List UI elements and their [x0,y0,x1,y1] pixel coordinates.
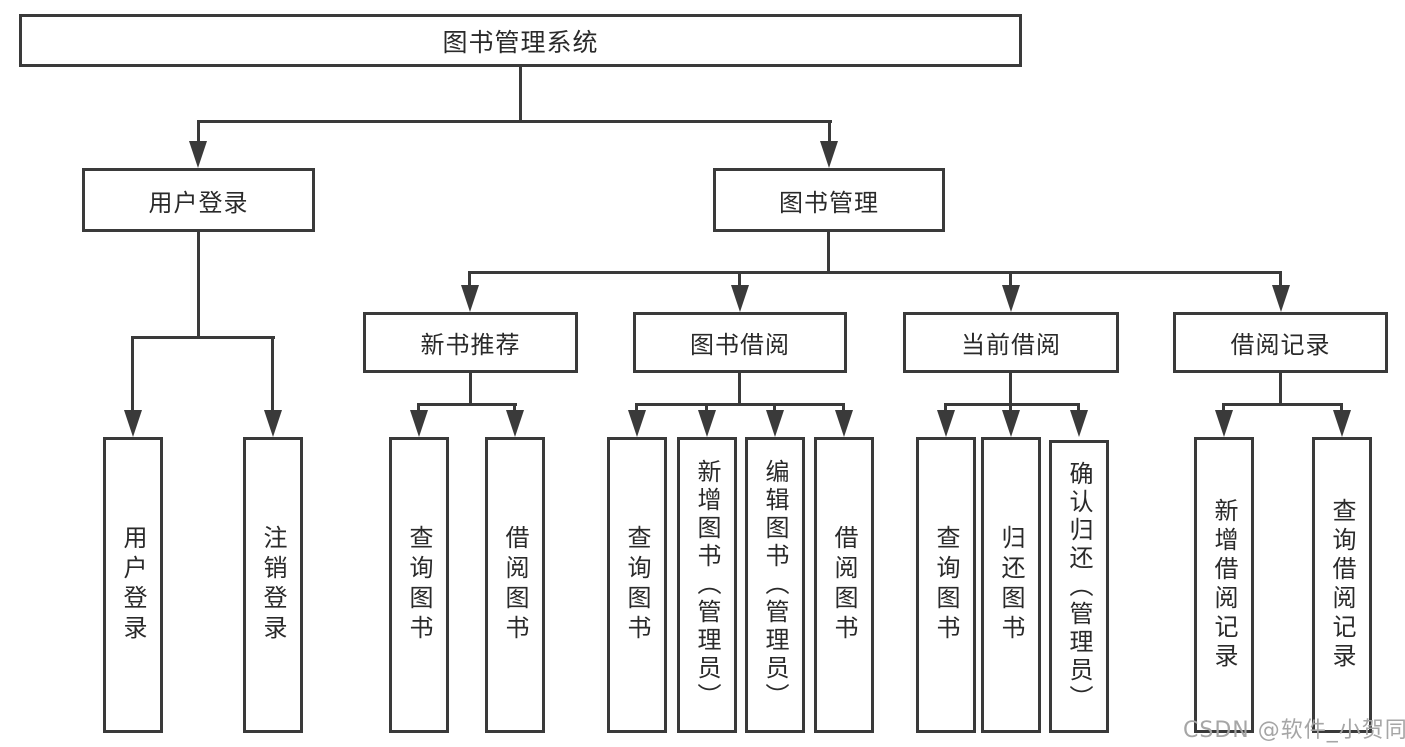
arrow-down-icon [937,410,955,437]
node-leaf-logout: 注销登录 [243,437,303,733]
connector-line [738,273,741,287]
node-book-borrow-label: 图书借阅 [690,331,790,359]
connector-line [1279,373,1282,406]
leaf-label: 确认归还（管理员） [1065,460,1093,713]
arrow-down-icon [1215,410,1233,437]
node-leaf-bb-query-books: 查询图书 [607,437,667,733]
leaf-label: 查询图书 [405,525,433,645]
arrow-down-icon [628,410,646,437]
node-leaf-bb-add-books-admin: 新增图书（管理员） [677,437,737,733]
connector-line [469,373,472,406]
connector-line [1009,405,1012,412]
node-leaf-br-add-record: 新增借阅记录 [1194,437,1254,733]
node-leaf-user-login: 用户登录 [103,437,163,733]
connector-line [468,271,1282,274]
arrow-down-icon [506,410,524,437]
connector-line [197,120,832,123]
connector-line [635,403,845,406]
node-new-book-recommend-label: 新书推荐 [420,331,521,359]
node-current-borrow-label: 当前借阅 [961,331,1061,359]
node-leaf-bb-borrow-books: 借阅图书 [814,437,874,733]
connector-line [197,122,200,144]
node-root-label: 图书管理系统 [442,27,599,57]
connector-line [944,405,947,412]
connector-line [944,403,1080,406]
connector-line [773,405,776,412]
connector-line [271,338,274,412]
node-borrow-records-label: 借阅记录 [1230,331,1331,359]
connector-line [197,232,200,339]
connector-line [417,405,420,412]
connector-line [1340,405,1343,412]
arrow-down-icon [698,410,716,437]
node-book-borrow: 图书借阅 [633,312,847,373]
connector-line [1009,373,1012,406]
connector-line [468,273,471,287]
node-leaf-cb-query-books: 查询图书 [916,437,976,733]
node-leaf-nb-borrow-books: 借阅图书 [485,437,545,733]
arrow-down-icon [461,285,479,312]
connector-line [1009,273,1012,287]
leaf-label: 借阅图书 [501,525,529,645]
node-book-management-label: 图书管理 [779,188,879,217]
leaf-label: 查询图书 [932,525,960,645]
arrow-down-icon [264,410,282,437]
arrow-down-icon [731,285,749,312]
node-user-login: 用户登录 [82,168,315,232]
csdn-watermark: CSDN @软件_小贺同学 [1183,718,1405,743]
connector-line [705,405,708,412]
arrow-down-icon [820,141,838,168]
connector-line [513,405,516,412]
connector-line [635,405,638,412]
connector-line [519,67,522,120]
node-current-borrow: 当前借阅 [903,312,1119,373]
connector-line [1077,405,1080,412]
node-book-management: 图书管理 [713,168,945,232]
leaf-label: 查询图书 [623,525,651,645]
node-leaf-nb-query-books: 查询图书 [389,437,449,733]
arrow-down-icon [835,410,853,437]
leaf-label: 借阅图书 [830,525,858,645]
leaf-label: 用户登录 [119,525,147,645]
leaf-label: 编辑图书（管理员） [761,459,789,711]
arrow-down-icon [1272,285,1290,312]
connector-line [1222,405,1225,412]
connector-line [131,338,134,412]
arrow-down-icon [410,410,428,437]
arrow-down-icon [1002,410,1020,437]
node-leaf-bb-edit-books-admin: 编辑图书（管理员） [745,437,805,733]
leaf-label: 归还图书 [997,525,1025,645]
connector-line [842,405,845,412]
connector-line [1222,403,1343,406]
connector-line [1279,273,1282,287]
leaf-label: 查询借阅记录 [1328,498,1356,672]
node-leaf-cb-confirm-return-admin: 确认归还（管理员） [1049,440,1109,733]
arrow-down-icon [766,410,784,437]
arrow-down-icon [1070,410,1088,437]
leaf-label: 新增图书（管理员） [693,459,721,711]
node-leaf-br-query-record: 查询借阅记录 [1312,437,1372,733]
leaf-label: 新增借阅记录 [1210,498,1238,672]
leaf-label: 注销登录 [259,525,287,645]
node-borrow-records: 借阅记录 [1173,312,1388,373]
node-new-book-recommend: 新书推荐 [363,312,578,373]
node-leaf-cb-return-books: 归还图书 [981,437,1041,733]
node-user-login-label: 用户登录 [148,188,249,217]
arrow-down-icon [124,410,142,437]
arrow-down-icon [189,141,207,168]
connector-line [417,403,517,406]
node-root: 图书管理系统 [19,14,1022,67]
connector-line [827,232,830,274]
arrow-down-icon [1002,285,1020,312]
connector-line [131,336,275,339]
arrow-down-icon [1333,410,1351,437]
connector-line [738,373,741,406]
connector-line [828,122,831,144]
